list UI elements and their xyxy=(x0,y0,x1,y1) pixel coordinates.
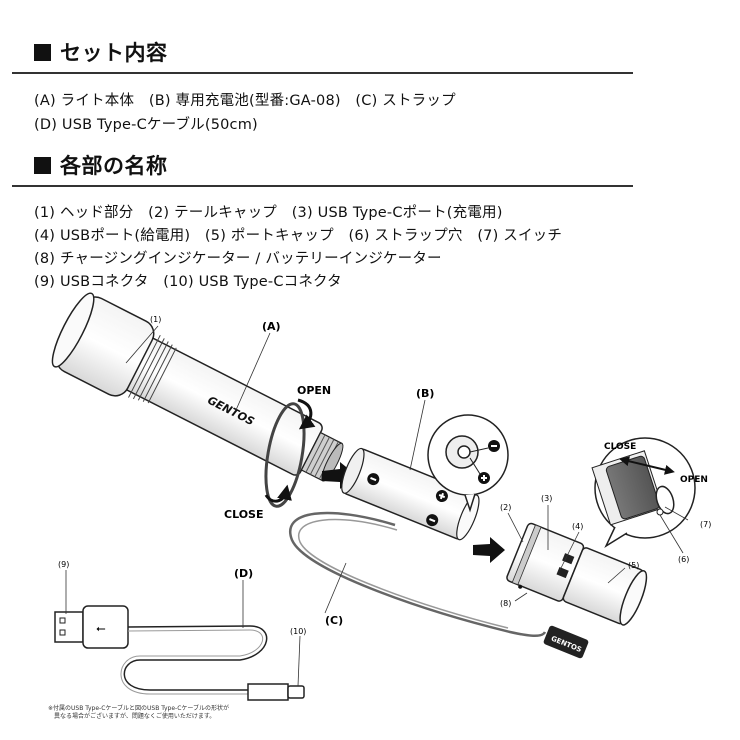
label-1: (1) xyxy=(150,315,161,324)
strap-cord xyxy=(289,511,547,637)
section-heading-contents: セット内容 xyxy=(34,37,168,67)
flashlight-body: GENTOS xyxy=(51,292,344,482)
close-small-label: CLOSE xyxy=(604,442,636,452)
label-2: (2) xyxy=(500,503,511,512)
contents-line-1: (A) ライト本体 (B) 専用充電池(型番:GA-08) (C) ストラップ xyxy=(34,93,456,109)
close-label: CLOSE xyxy=(224,508,263,521)
usb-cable: ⭠ xyxy=(54,605,305,701)
battery xyxy=(341,447,480,541)
heading-square-icon xyxy=(34,43,51,61)
label-6: (6) xyxy=(678,555,689,564)
parts-line-2: (4) USBポート(給電用) (5) ポートキャップ (6) ストラップ穴 (… xyxy=(34,228,563,244)
parts-line-4: (9) USBコネクタ (10) USB Type-Cコネクタ xyxy=(34,274,342,290)
label-c: (C) xyxy=(325,614,343,627)
section-title: セット内容 xyxy=(60,41,168,65)
section-heading-parts: 各部の名称 xyxy=(34,150,168,180)
switch-zoom xyxy=(591,437,696,548)
footnote-line-1: ※付属のUSB Type-Cケーブルと図のUSB Type-Cケーブルの形状が xyxy=(48,705,230,712)
heading-square-icon xyxy=(34,156,51,174)
contents-line-2: (D) USB Type-Cケーブル(50cm) xyxy=(34,117,258,133)
close-arrow-icon xyxy=(264,484,292,503)
insert-arrow-icon xyxy=(473,537,505,563)
slide-arrow-icon xyxy=(619,456,675,475)
strap-tag xyxy=(543,625,589,659)
tail-cap xyxy=(506,522,648,626)
label-3: (3) xyxy=(541,494,552,503)
label-b: (B) xyxy=(416,387,434,400)
open-label: OPEN xyxy=(297,384,331,397)
section-title: 各部の名称 xyxy=(60,154,168,178)
divider xyxy=(12,185,633,187)
label-10: (10) xyxy=(290,627,306,636)
open-small-label: OPEN xyxy=(680,475,708,485)
usb-symbol-icon: ⭠ xyxy=(96,621,106,635)
parts-line-1: (1) ヘッド部分 (2) テールキャップ (3) USB Type-Cポート(… xyxy=(34,205,503,221)
divider xyxy=(12,72,633,74)
label-9: (9) xyxy=(58,560,69,569)
label-d: (D) xyxy=(234,567,253,580)
battery-terminal-zoom xyxy=(427,414,509,513)
label-a: (A) xyxy=(262,320,281,333)
footnote-line-2: 異なる場合がございますが、問題なくご使用いただけます。 xyxy=(48,713,216,720)
label-7: (7) xyxy=(700,520,711,529)
label-5: (5) xyxy=(628,561,639,570)
product-diagram: GENTOS OPEN CLOSE xyxy=(51,292,711,701)
label-4: (4) xyxy=(572,522,583,531)
rotation-ring xyxy=(264,402,306,508)
open-arrow-icon xyxy=(297,398,316,430)
label-8: (8) xyxy=(500,599,511,608)
parts-line-3: (8) チャージングインジケーター / バッテリーインジケーター xyxy=(34,251,442,267)
